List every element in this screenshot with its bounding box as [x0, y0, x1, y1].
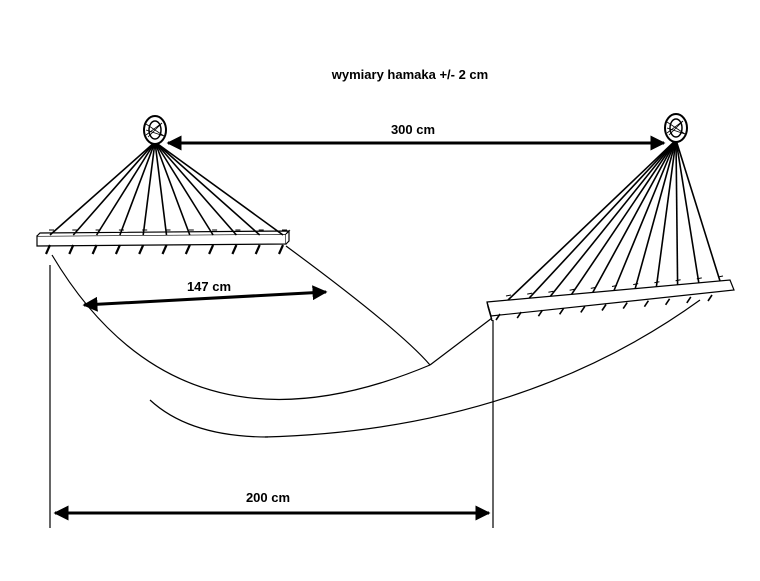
right-spreader-bar — [486, 279, 735, 322]
fabric-inner-curve — [149, 399, 269, 438]
rope — [154, 141, 284, 236]
rope — [655, 139, 677, 287]
right-ring-icon — [664, 113, 688, 143]
fabric-peg — [91, 244, 98, 255]
fabric-front-edge — [51, 254, 431, 401]
fabric-peg — [580, 305, 586, 313]
rope-knot — [590, 286, 596, 289]
fabric-peg — [138, 244, 145, 255]
rope — [675, 139, 679, 285]
span-dimension-label: 200 cm — [246, 490, 290, 505]
rope — [154, 141, 238, 236]
rope — [528, 139, 677, 299]
rope — [154, 141, 261, 236]
fabric-peg — [537, 309, 544, 317]
rope — [675, 139, 721, 282]
fabric-peg — [68, 244, 75, 255]
length-dimension-label: 300 cm — [391, 122, 435, 137]
width-dimension-label: 147 cm — [187, 279, 231, 294]
fabric-peg — [707, 294, 713, 302]
rope-knot — [633, 283, 639, 286]
diagram-title: wymiary hamaka +/- 2 cm — [331, 67, 488, 82]
fabric-side-edge — [429, 317, 493, 366]
fabric-peg — [495, 313, 501, 321]
rope-knot — [505, 294, 512, 297]
rope — [675, 139, 700, 284]
rope — [142, 141, 156, 236]
right-suspension-ropes — [505, 139, 724, 301]
rope — [154, 141, 214, 236]
rope-knot — [527, 292, 533, 295]
left-spreader-pegs — [44, 244, 285, 255]
left-spreader-bar — [36, 229, 291, 247]
rope-knot — [569, 288, 575, 291]
rope — [119, 141, 156, 236]
rope — [507, 139, 677, 301]
fabric-peg — [184, 244, 191, 255]
fabric-peg — [161, 244, 168, 255]
rope — [154, 141, 191, 236]
rope-knot — [696, 277, 702, 280]
width-dimension-arrow — [82, 285, 328, 312]
fabric-peg — [254, 244, 261, 255]
fabric-peg — [114, 244, 121, 255]
fabric-peg — [231, 244, 238, 255]
fabric-peg — [516, 311, 522, 319]
rope-knot — [654, 281, 660, 284]
rope — [592, 139, 677, 293]
rope-knot — [548, 290, 554, 293]
rope-knot — [611, 285, 618, 287]
fabric-peg — [643, 300, 650, 308]
rope — [72, 141, 156, 236]
fabric-peg — [664, 298, 671, 306]
rope-knot — [675, 279, 681, 282]
rope — [95, 141, 156, 236]
fabric-peg — [622, 302, 628, 310]
rope — [49, 141, 156, 236]
left-suspension-ropes — [49, 141, 287, 236]
fabric-top-edge — [285, 245, 431, 366]
rope — [634, 139, 677, 289]
fabric-back-edge — [264, 299, 701, 438]
right-spreader-pegs — [495, 294, 713, 321]
fabric-peg — [686, 296, 692, 304]
fabric-peg — [601, 304, 607, 311]
rope-knot — [717, 275, 724, 278]
rope — [154, 141, 168, 236]
rope — [549, 139, 677, 297]
left-ring-icon — [143, 115, 167, 145]
fabric-peg — [44, 244, 52, 255]
rope — [570, 139, 677, 295]
fabric-peg — [208, 244, 215, 255]
rope — [613, 139, 677, 291]
fabric-peg — [277, 244, 285, 255]
fabric-peg — [558, 307, 565, 315]
